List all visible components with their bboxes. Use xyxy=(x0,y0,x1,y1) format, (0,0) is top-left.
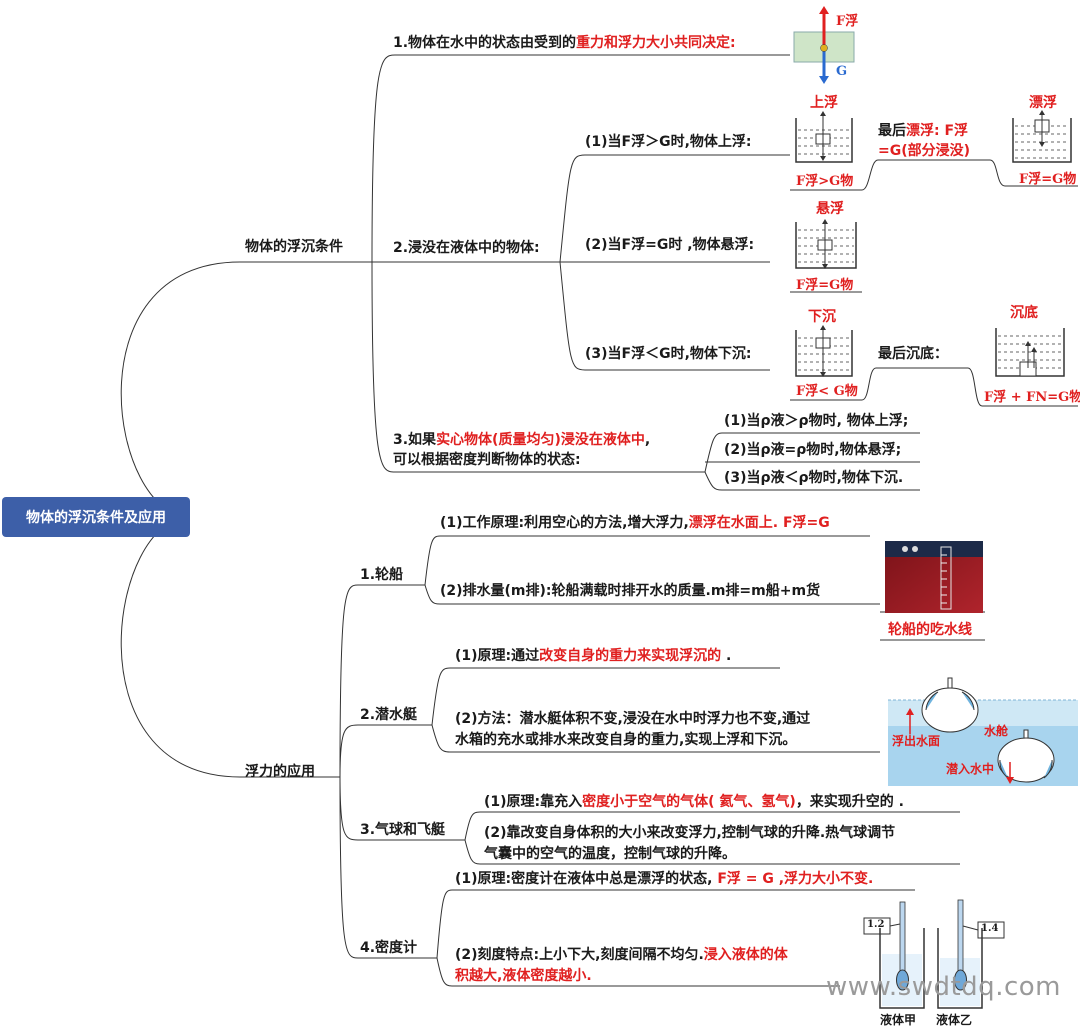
float-beaker-figure: 漂浮 F浮=G物 xyxy=(1005,92,1080,188)
node-density-suspend[interactable]: (2)当ρ液=ρ物时,物体悬浮; xyxy=(724,442,902,458)
connector-root-branch1 xyxy=(120,261,241,518)
sink-beaker-figure: 下沉 F浮< G物 xyxy=(790,306,862,402)
node-text: 3.如果 xyxy=(393,432,437,448)
node-state-determined[interactable]: 1.物体在水中的状态由受到的重力和浮力大小共同决定: xyxy=(393,34,736,52)
suspend-title: 悬浮 xyxy=(816,201,844,217)
submarine-figure: 水舱 浮出水面 潜入水中 xyxy=(888,668,1078,786)
gravity-label: G xyxy=(836,64,848,79)
node-emphasis: 重力和浮力大小共同决定: xyxy=(576,35,736,51)
rise-beaker-figure: 上浮 F浮>G物 xyxy=(790,92,862,192)
hydrometer-value-2: 1.4 xyxy=(981,923,999,934)
force-diagram-figure: F浮 G xyxy=(790,4,872,86)
node-emphasis: 实心物体(质量均匀)浸没在液体中 xyxy=(436,432,645,448)
watermark: www.swdtdq.com xyxy=(826,972,1061,1002)
node-submerged-object[interactable]: 2.浸没在液体中的物体: xyxy=(393,240,540,256)
node-emphasis: 积越大,液体密度越小. xyxy=(455,968,592,984)
node-ship-displacement[interactable]: (2)排水量(m排):轮船满载时排开水的质量.m排=m船+m货 xyxy=(440,583,821,599)
node-text: (2)靠改变自身体积的大小来改变浮力,控制气球的升降.热气球调节 xyxy=(484,825,896,841)
node-density-judgement[interactable]: 3.如果实心物体(质量均匀)浸没在液体中, 可以根据密度判断物体的状态: xyxy=(393,430,650,470)
node-hydrometer-principle[interactable]: (1)原理:密度计在液体中总是漂浮的状态, F浮 = G ,浮力大小不变. xyxy=(455,870,873,888)
node-text: 1.物体在水中的状态由受到的 xyxy=(393,35,577,51)
node-text: (2)刻度特点:上小下大,刻度间隔不均匀. xyxy=(455,947,704,963)
dive-label: 潜入水中 xyxy=(946,762,995,776)
node-sink-condition[interactable]: (3)当F浮＜G时,物体下沉: xyxy=(585,346,752,362)
rise-title: 上浮 xyxy=(810,95,838,111)
node-emphasis: 密度小于空气的气体( 氦气、氢气) xyxy=(582,794,796,810)
node-text: (2)方法：潜水艇体积不变,浸没在水中时浮力也不变,通过 xyxy=(455,711,811,727)
root-node[interactable]: 物体的浮沉条件及应用 xyxy=(2,497,190,537)
node-density-sink[interactable]: (3)当ρ液＜ρ物时,物体下沉. xyxy=(724,470,904,486)
node-text: (1)原理:密度计在液体中总是漂浮的状态, xyxy=(455,871,718,887)
node-text: (1)工作原理:利用空心的方法,增大浮力, xyxy=(440,515,689,531)
bottom-beaker-figure: 沉底 F浮 + FN=G物 xyxy=(982,300,1080,408)
node-sink-final[interactable]: 最后沉底： xyxy=(878,346,948,362)
hydrometer-value-1: 1.2 xyxy=(867,919,885,930)
node-text: (1)原理:通过 xyxy=(455,648,540,664)
node-text: . xyxy=(721,648,732,664)
float-title: 漂浮 xyxy=(1029,95,1057,111)
ship-waterline-photo xyxy=(885,541,983,613)
node-submarine[interactable]: 2.潜水艇 xyxy=(360,707,418,723)
hydrometer-figure: 1.2 1.4 液体甲 液体乙 xyxy=(858,898,1008,1030)
buoyancy-label: F浮 xyxy=(836,14,859,29)
node-float-final[interactable]: 最后漂浮: F浮 =G(部分浸没) xyxy=(878,121,970,161)
node-text: 最后 xyxy=(878,123,906,139)
node-hydrometer[interactable]: 4.密度计 xyxy=(360,940,418,956)
node-text: (1)原理:靠充入 xyxy=(484,794,583,810)
node-emphasis: 漂浮: F浮 xyxy=(906,123,969,139)
suspend-caption: F浮=G物 xyxy=(796,278,854,293)
node-emphasis: 改变自身的重力来实现浮沉的 xyxy=(539,648,722,664)
liquid-b-label: 液体乙 xyxy=(936,1013,973,1027)
node-hydrometer-scale[interactable]: (2)刻度特点:上小下大,刻度间隔不均匀.浸入液体的体 积越大,液体密度越小. xyxy=(455,945,788,987)
node-density-rise[interactable]: (1)当ρ液＞ρ物时, 物体上浮; xyxy=(724,413,909,429)
node-rise-condition[interactable]: (1)当F浮＞G时,物体上浮: xyxy=(585,134,752,150)
ballast-tank-label: 水舱 xyxy=(984,724,1009,738)
node-emphasis: 浸入液体的体 xyxy=(703,947,788,963)
node-text: ，来实现升空的 . xyxy=(795,794,905,810)
node-ship[interactable]: 1.轮船 xyxy=(360,567,404,583)
suspend-beaker-figure: 悬浮 F浮=G物 xyxy=(790,198,862,294)
node-balloon-control[interactable]: (2)靠改变自身体积的大小来改变浮力,控制气球的升降.热气球调节 气囊中的空气的… xyxy=(484,823,895,865)
bottom-caption: F浮 + FN=G物 xyxy=(984,390,1080,405)
node-submarine-method[interactable]: (2)方法：潜水艇体积不变,浸没在水中时浮力也不变,通过 水箱的充水或排水来改变… xyxy=(455,709,810,751)
node-emphasis: 漂浮在水面上. F浮=G xyxy=(688,515,830,531)
node-balloon-airship[interactable]: 3.气球和飞艇 xyxy=(360,822,446,838)
node-text: 可以根据密度判断物体的状态: xyxy=(393,452,581,468)
node-text: , xyxy=(644,432,651,448)
node-text: 水箱的充水或排水来改变自身的重力,实现上浮和下沉。 xyxy=(455,732,797,748)
node-suspend-condition[interactable]: (2)当F浮=G时 ,物体悬浮: xyxy=(585,237,755,253)
node-emphasis: =G(部分浸没) xyxy=(878,143,971,159)
node-text: 气囊中的空气的温度，控制气球的升降。 xyxy=(484,846,736,862)
node-balloon-principle[interactable]: (1)原理:靠充入密度小于空气的气体( 氦气、氢气)，来实现升空的 . xyxy=(484,793,904,811)
node-emphasis: F浮 = G ,浮力大小不变. xyxy=(717,871,874,887)
node-ship-principle[interactable]: (1)工作原理:利用空心的方法,增大浮力,漂浮在水面上. F浮=G xyxy=(440,514,830,532)
ship-photo-caption: 轮船的吃水线 xyxy=(888,622,972,638)
sink-title: 下沉 xyxy=(808,309,836,325)
branch-buoyancy-applications[interactable]: 浮力的应用 xyxy=(245,764,315,780)
sink-caption: F浮< G物 xyxy=(796,384,858,399)
connector-root-branch2 xyxy=(120,516,241,778)
liquid-a-label: 液体甲 xyxy=(880,1013,917,1027)
float-caption: F浮=G物 xyxy=(1019,172,1077,187)
surface-label: 浮出水面 xyxy=(892,734,941,748)
bottom-title: 沉底 xyxy=(1010,305,1038,321)
node-submarine-principle[interactable]: (1)原理:通过改变自身的重力来实现浮沉的 . xyxy=(455,647,731,665)
rise-caption: F浮>G物 xyxy=(796,174,854,189)
branch-buoyancy-conditions[interactable]: 物体的浮沉条件 xyxy=(245,239,343,255)
